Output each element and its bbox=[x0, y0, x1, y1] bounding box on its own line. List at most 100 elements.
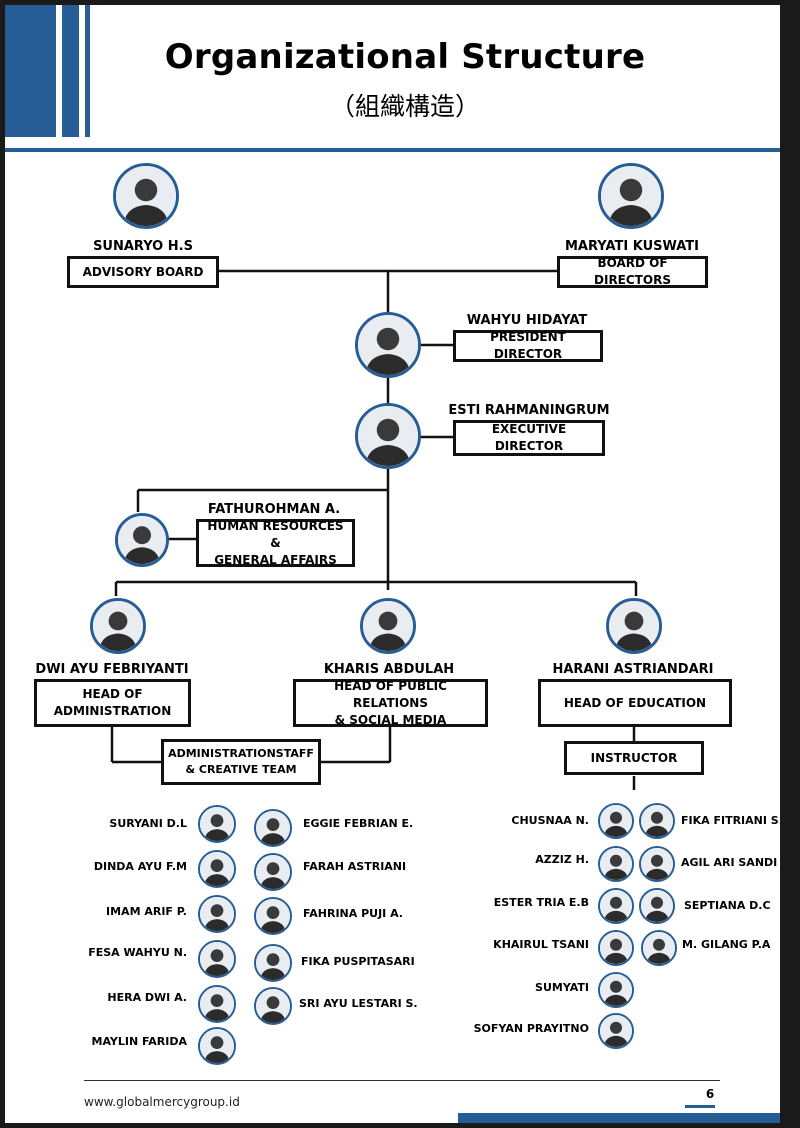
avatar-instructor bbox=[639, 888, 675, 924]
person-portrait-icon bbox=[200, 897, 234, 931]
page-subtitle: （組織構造） bbox=[329, 92, 480, 121]
header-bar-medium bbox=[62, 5, 79, 137]
admin-staff-line1: ADMINISTRATIONSTAFF bbox=[168, 747, 314, 760]
avatar-instructor bbox=[598, 930, 634, 966]
executive-name: ESTI RAHMANINGRUM bbox=[448, 403, 610, 418]
staff-name: SURYANI D.L bbox=[109, 817, 187, 830]
avatar-staff bbox=[254, 853, 292, 891]
instructor-name: M. GILANG P.A bbox=[682, 938, 771, 951]
page-number: 6 bbox=[705, 1087, 715, 1101]
staff-name: HERA DWI A. bbox=[107, 991, 187, 1004]
staff-name: IMAM ARIF P. bbox=[106, 905, 187, 918]
advisory-name: SUNARYO H.S bbox=[93, 239, 193, 254]
avatar-staff bbox=[254, 987, 292, 1025]
instructor-name: SEPTIANA D.C bbox=[684, 899, 771, 912]
admin-role-line2: ADMINISTRATION bbox=[53, 704, 172, 718]
person-portrait-icon bbox=[600, 974, 632, 1006]
person-portrait-icon bbox=[200, 942, 234, 976]
avatar-dwi-ayu bbox=[90, 598, 146, 654]
person-portrait-icon bbox=[256, 811, 290, 845]
page-title: Organizational Structure bbox=[164, 37, 646, 77]
avatar-harani bbox=[606, 598, 662, 654]
person-portrait-icon bbox=[116, 166, 176, 226]
edu-head-name: HARANI ASTRIANDARI bbox=[552, 662, 714, 677]
pr-head-name: KHARIS ABDULAH bbox=[323, 662, 455, 677]
avatar-instructor bbox=[639, 803, 675, 839]
president-director-box: PRESIDENT DIRECTOR bbox=[453, 330, 603, 362]
person-portrait-icon bbox=[200, 987, 234, 1021]
avatar-instructor bbox=[598, 972, 634, 1008]
avatar-staff bbox=[254, 897, 292, 935]
advisory-board-box: ADVISORY BOARD bbox=[67, 256, 219, 288]
executive-director-box: EXECUTIVE DIRECTOR bbox=[453, 420, 605, 456]
person-portrait-icon bbox=[256, 946, 290, 980]
avatar-staff bbox=[254, 809, 292, 847]
staff-name: FAHRINA PUJI A. bbox=[303, 907, 403, 920]
header-bar-thin bbox=[85, 5, 90, 137]
hr-role-line1: HUMAN RESOURCES & bbox=[207, 518, 344, 550]
person-portrait-icon bbox=[609, 601, 659, 651]
avatar-instructor bbox=[598, 1013, 634, 1049]
instructor-name: ESTER TRIA E.B bbox=[493, 896, 589, 909]
person-portrait-icon bbox=[641, 848, 673, 880]
person-portrait-icon bbox=[600, 805, 632, 837]
page-number-underline bbox=[685, 1105, 715, 1108]
staff-name: EGGIE FEBRIAN E. bbox=[303, 817, 414, 830]
avatar-staff bbox=[198, 850, 236, 888]
president-name: WAHYU HIDAYAT bbox=[466, 313, 588, 328]
admin-role-line1: HEAD OF bbox=[82, 687, 143, 701]
person-portrait-icon bbox=[256, 899, 290, 933]
person-portrait-icon bbox=[363, 601, 413, 651]
head-of-public-relations-box: HEAD OF PUBLIC RELATIONS & SOCIAL MEDIA bbox=[293, 679, 488, 727]
avatar-instructor bbox=[639, 846, 675, 882]
staff-name: FIKA PUSPITASARI bbox=[301, 955, 415, 968]
person-portrait-icon bbox=[643, 932, 675, 964]
instructor-name: AGIL ARI SANDI bbox=[681, 856, 778, 869]
instructor-name: KHAIRUL TSANI bbox=[493, 938, 589, 951]
board-of-directors-box: BOARD OF DIRECTORS bbox=[557, 256, 708, 288]
admin-staff-line2: & CREATIVE TEAM bbox=[185, 763, 297, 776]
person-portrait-icon bbox=[601, 166, 661, 226]
person-portrait-icon bbox=[256, 855, 290, 889]
avatar-esti bbox=[355, 403, 421, 469]
person-portrait-icon bbox=[600, 848, 632, 880]
person-portrait-icon bbox=[200, 1029, 234, 1063]
hr-general-affairs-box: HUMAN RESOURCES & GENERAL AFFAIRS bbox=[196, 519, 355, 567]
avatar-staff bbox=[198, 1027, 236, 1065]
avatar-maryati bbox=[598, 163, 664, 229]
instructor-name: SUMYATI bbox=[535, 981, 589, 994]
avatar-instructor bbox=[641, 930, 677, 966]
person-portrait-icon bbox=[358, 406, 418, 466]
person-portrait-icon bbox=[200, 852, 234, 886]
person-portrait-icon bbox=[358, 315, 418, 375]
person-portrait-icon bbox=[600, 890, 632, 922]
person-portrait-icon bbox=[641, 890, 673, 922]
person-portrait-icon bbox=[256, 989, 290, 1023]
pr-role-line2: & SOCIAL MEDIA bbox=[334, 712, 447, 727]
avatar-staff bbox=[198, 805, 236, 843]
avatar-instructor bbox=[598, 888, 634, 924]
person-portrait-icon bbox=[641, 805, 673, 837]
staff-name: DINDA AYU F.M bbox=[93, 860, 187, 873]
avatar-sunaryo bbox=[113, 163, 179, 229]
instructor-box: INSTRUCTOR bbox=[564, 741, 704, 775]
avatar-staff bbox=[254, 944, 292, 982]
footer-url: www.globalmercygroup.id bbox=[84, 1095, 240, 1109]
board-name: MARYATI KUSWATI bbox=[564, 239, 700, 254]
instructor-name: CHUSNAA N. bbox=[511, 814, 589, 827]
person-portrait-icon bbox=[600, 1015, 632, 1047]
admin-staff-creative-team-box: ADMINISTRATIONSTAFF & CREATIVE TEAM bbox=[161, 739, 321, 785]
avatar-kharis bbox=[360, 598, 416, 654]
person-portrait-icon bbox=[93, 601, 143, 651]
header-divider bbox=[5, 148, 780, 152]
staff-name: FESA WAHYU N. bbox=[88, 946, 187, 959]
admin-head-name: DWI AYU FEBRIYANTI bbox=[35, 662, 189, 677]
head-of-education-box: HEAD OF EDUCATION bbox=[538, 679, 732, 727]
instructor-name: SOFYAN PRAYITNO bbox=[473, 1022, 589, 1035]
staff-name: MAYLIN FARIDA bbox=[91, 1035, 187, 1048]
header-bar-wide bbox=[5, 5, 56, 137]
person-portrait-icon bbox=[200, 807, 234, 841]
avatar-staff bbox=[198, 985, 236, 1023]
avatar-staff bbox=[198, 940, 236, 978]
hr-role-line2: GENERAL AFFAIRS bbox=[214, 552, 337, 567]
